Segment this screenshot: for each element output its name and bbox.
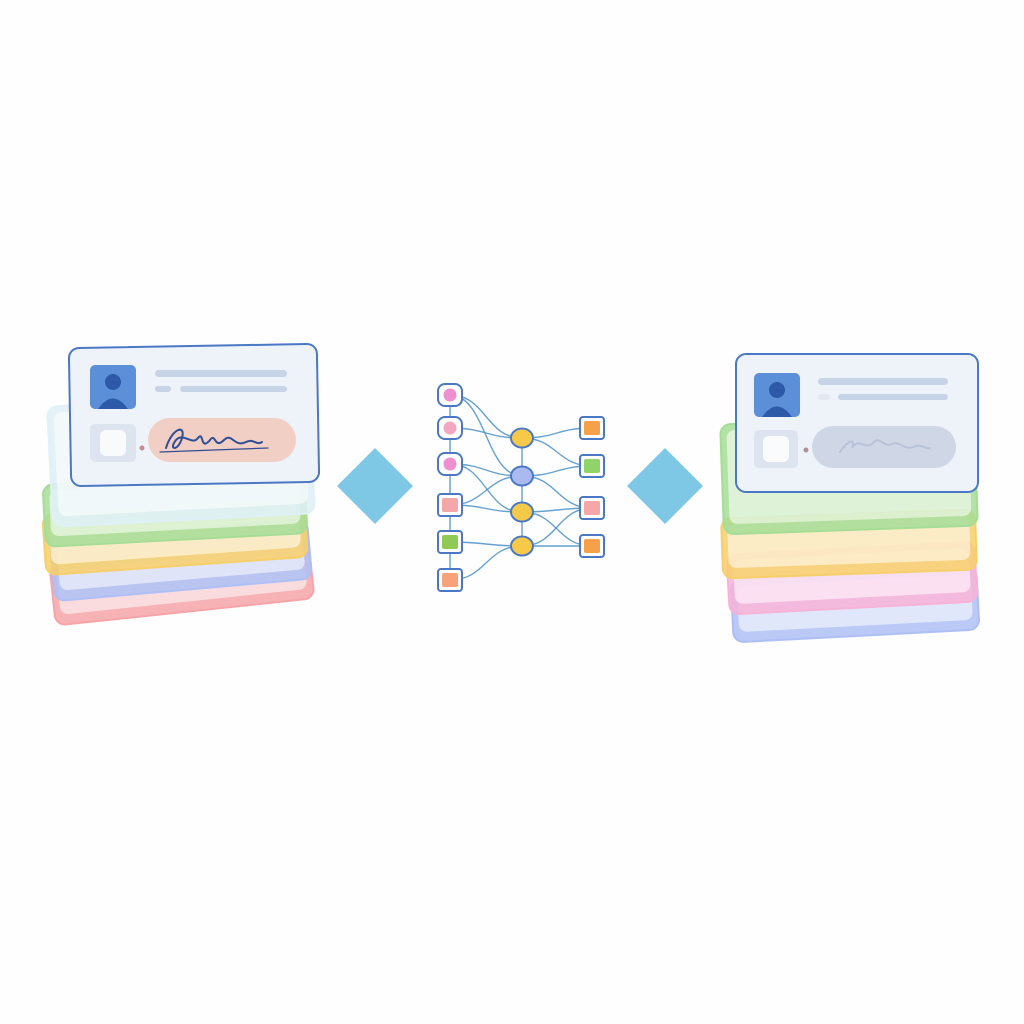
signature-faded-trace	[839, 439, 931, 453]
text-line	[180, 386, 287, 392]
output-node-fill	[584, 421, 600, 435]
output-node-fill	[584, 501, 600, 515]
person-icon-body	[762, 406, 792, 417]
hidden-node	[510, 465, 534, 487]
seal-mark	[100, 430, 126, 456]
neural-network-graph	[437, 383, 605, 592]
text-line	[838, 394, 948, 400]
signature-scribble	[165, 428, 263, 449]
dot	[803, 447, 809, 453]
person-icon-body	[98, 398, 128, 409]
signature-highlight	[148, 418, 296, 462]
hidden-node	[510, 427, 534, 449]
output-node-fill	[584, 539, 600, 553]
arrow-diamond-left	[337, 448, 413, 524]
input-node-fill	[442, 535, 458, 549]
dot	[139, 445, 145, 451]
person-icon	[105, 374, 121, 390]
input-node-fill	[442, 573, 458, 587]
input-node-fill	[443, 421, 457, 435]
hidden-node	[510, 535, 534, 557]
signature-removed-area	[812, 426, 956, 468]
text-line-short	[155, 386, 171, 392]
diamond-shape	[627, 448, 703, 524]
text-line-short	[818, 394, 830, 400]
output-node-fill	[584, 459, 600, 473]
text-line	[818, 378, 948, 385]
output-id-card-stack	[719, 353, 980, 643]
person-icon	[769, 382, 785, 398]
text-line	[155, 370, 287, 377]
input-node-fill	[443, 388, 457, 402]
input-node-fill	[443, 457, 457, 471]
diamond-shape	[337, 448, 413, 524]
arrow-diamond-right	[627, 448, 703, 524]
seal-mark	[763, 436, 789, 462]
signature-underline	[159, 447, 269, 453]
input-id-card-stack	[41, 343, 321, 626]
input-node-fill	[442, 498, 458, 512]
hidden-node	[510, 501, 534, 523]
